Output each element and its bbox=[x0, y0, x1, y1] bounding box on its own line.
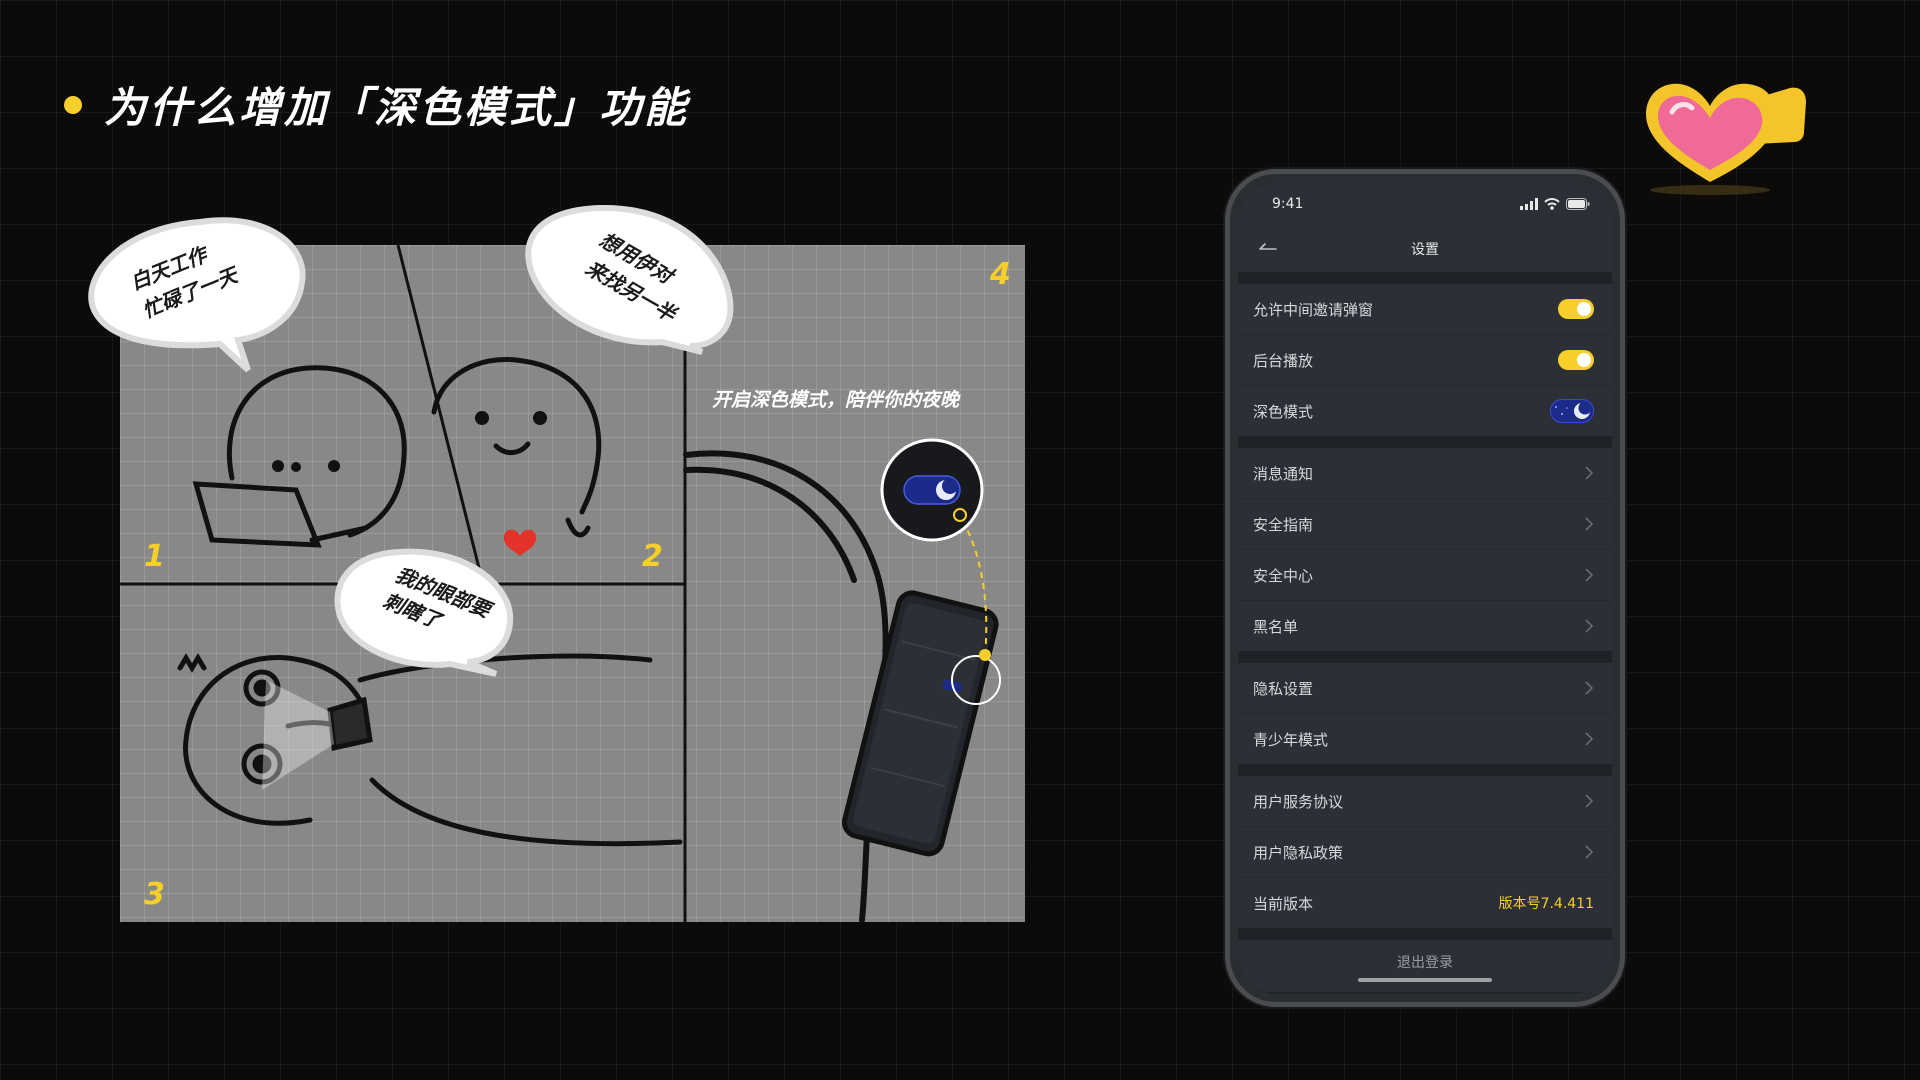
chevron-right-icon bbox=[1585, 517, 1594, 531]
heart-tag-decoration bbox=[1646, 83, 1806, 195]
status-time: 9:41 bbox=[1272, 196, 1304, 212]
row-label: 安全中心 bbox=[1253, 566, 1314, 585]
title-bullet-dot bbox=[64, 95, 82, 114]
moon-icon bbox=[1555, 401, 1592, 419]
chevron-right-icon bbox=[1585, 619, 1594, 633]
row-message-notification[interactable]: 消息通知 bbox=[1238, 448, 1612, 499]
chevron-right-icon bbox=[1585, 845, 1594, 859]
row-label: 用户隐私政策 bbox=[1253, 843, 1344, 862]
wifi-icon bbox=[1544, 198, 1560, 210]
background-play-toggle[interactable] bbox=[1558, 350, 1594, 370]
phone-mockup: 9:41 设置 允许中间邀请弹窗 后台播放 深色模式 bbox=[1230, 174, 1620, 1002]
dark-mode-toggle[interactable] bbox=[1550, 399, 1594, 423]
row-safety-guide[interactable]: 安全指南 bbox=[1238, 499, 1612, 550]
battery-icon bbox=[1566, 198, 1590, 210]
chevron-right-icon bbox=[1585, 732, 1594, 746]
comic-panel-area bbox=[120, 245, 1025, 922]
row-teen-mode[interactable]: 青少年模式 bbox=[1238, 714, 1612, 764]
chevron-right-icon bbox=[1585, 681, 1594, 695]
row-label: 青少年模式 bbox=[1253, 730, 1329, 749]
row-security-center[interactable]: 安全中心 bbox=[1238, 550, 1612, 601]
row-current-version: 当前版本 版本号7.4.411 bbox=[1238, 878, 1612, 928]
phone-screen: 9:41 设置 允许中间邀请弹窗 后台播放 深色模式 bbox=[1238, 182, 1612, 994]
nav-bar: 设置 bbox=[1238, 226, 1612, 272]
row-label: 深色模式 bbox=[1253, 402, 1314, 421]
chevron-right-icon bbox=[1585, 794, 1594, 808]
row-label: 黑名单 bbox=[1253, 617, 1299, 636]
settings-group-general: 消息通知 安全指南 安全中心 黑名单 bbox=[1238, 448, 1612, 651]
row-blacklist[interactable]: 黑名单 bbox=[1238, 601, 1612, 651]
row-background-play: 后台播放 bbox=[1238, 335, 1612, 386]
logout-button[interactable]: 退出登录 bbox=[1238, 940, 1612, 992]
settings-group-privacy: 隐私设置 青少年模式 bbox=[1238, 663, 1612, 764]
title-row: 为什么增加「深色模式」功能 bbox=[64, 74, 689, 135]
status-bar: 9:41 bbox=[1238, 182, 1612, 226]
row-privacy-policy[interactable]: 用户隐私政策 bbox=[1238, 827, 1612, 878]
row-user-agreement[interactable]: 用户服务协议 bbox=[1238, 776, 1612, 827]
row-privacy-settings[interactable]: 隐私设置 bbox=[1238, 663, 1612, 714]
chevron-right-icon bbox=[1585, 568, 1594, 582]
row-label: 隐私设置 bbox=[1253, 679, 1314, 698]
allow-invite-popup-toggle[interactable] bbox=[1558, 299, 1594, 319]
nav-title: 设置 bbox=[1411, 242, 1439, 258]
row-dark-mode: 深色模式 bbox=[1238, 386, 1612, 436]
logout-label: 退出登录 bbox=[1397, 955, 1453, 971]
row-label: 允许中间邀请弹窗 bbox=[1253, 300, 1374, 319]
row-label: 后台播放 bbox=[1253, 351, 1314, 370]
row-allow-invite-popup: 允许中间邀请弹窗 bbox=[1238, 284, 1612, 335]
settings-group-about: 用户服务协议 用户隐私政策 当前版本 版本号7.4.411 bbox=[1238, 776, 1612, 928]
row-label: 用户服务协议 bbox=[1253, 792, 1344, 811]
signal-icon bbox=[1520, 198, 1538, 210]
row-label: 安全指南 bbox=[1253, 515, 1314, 534]
back-arrow-icon[interactable] bbox=[1256, 238, 1278, 260]
page-title: 为什么增加「深色模式」功能 bbox=[104, 83, 690, 132]
status-icons bbox=[1520, 198, 1590, 210]
version-value: 版本号7.4.411 bbox=[1498, 896, 1594, 912]
settings-group-toggles: 允许中间邀请弹窗 后台播放 深色模式 bbox=[1238, 284, 1612, 436]
home-indicator bbox=[1358, 978, 1492, 982]
row-label: 当前版本 bbox=[1253, 894, 1314, 913]
row-label: 消息通知 bbox=[1253, 464, 1314, 483]
chevron-right-icon bbox=[1585, 466, 1594, 480]
